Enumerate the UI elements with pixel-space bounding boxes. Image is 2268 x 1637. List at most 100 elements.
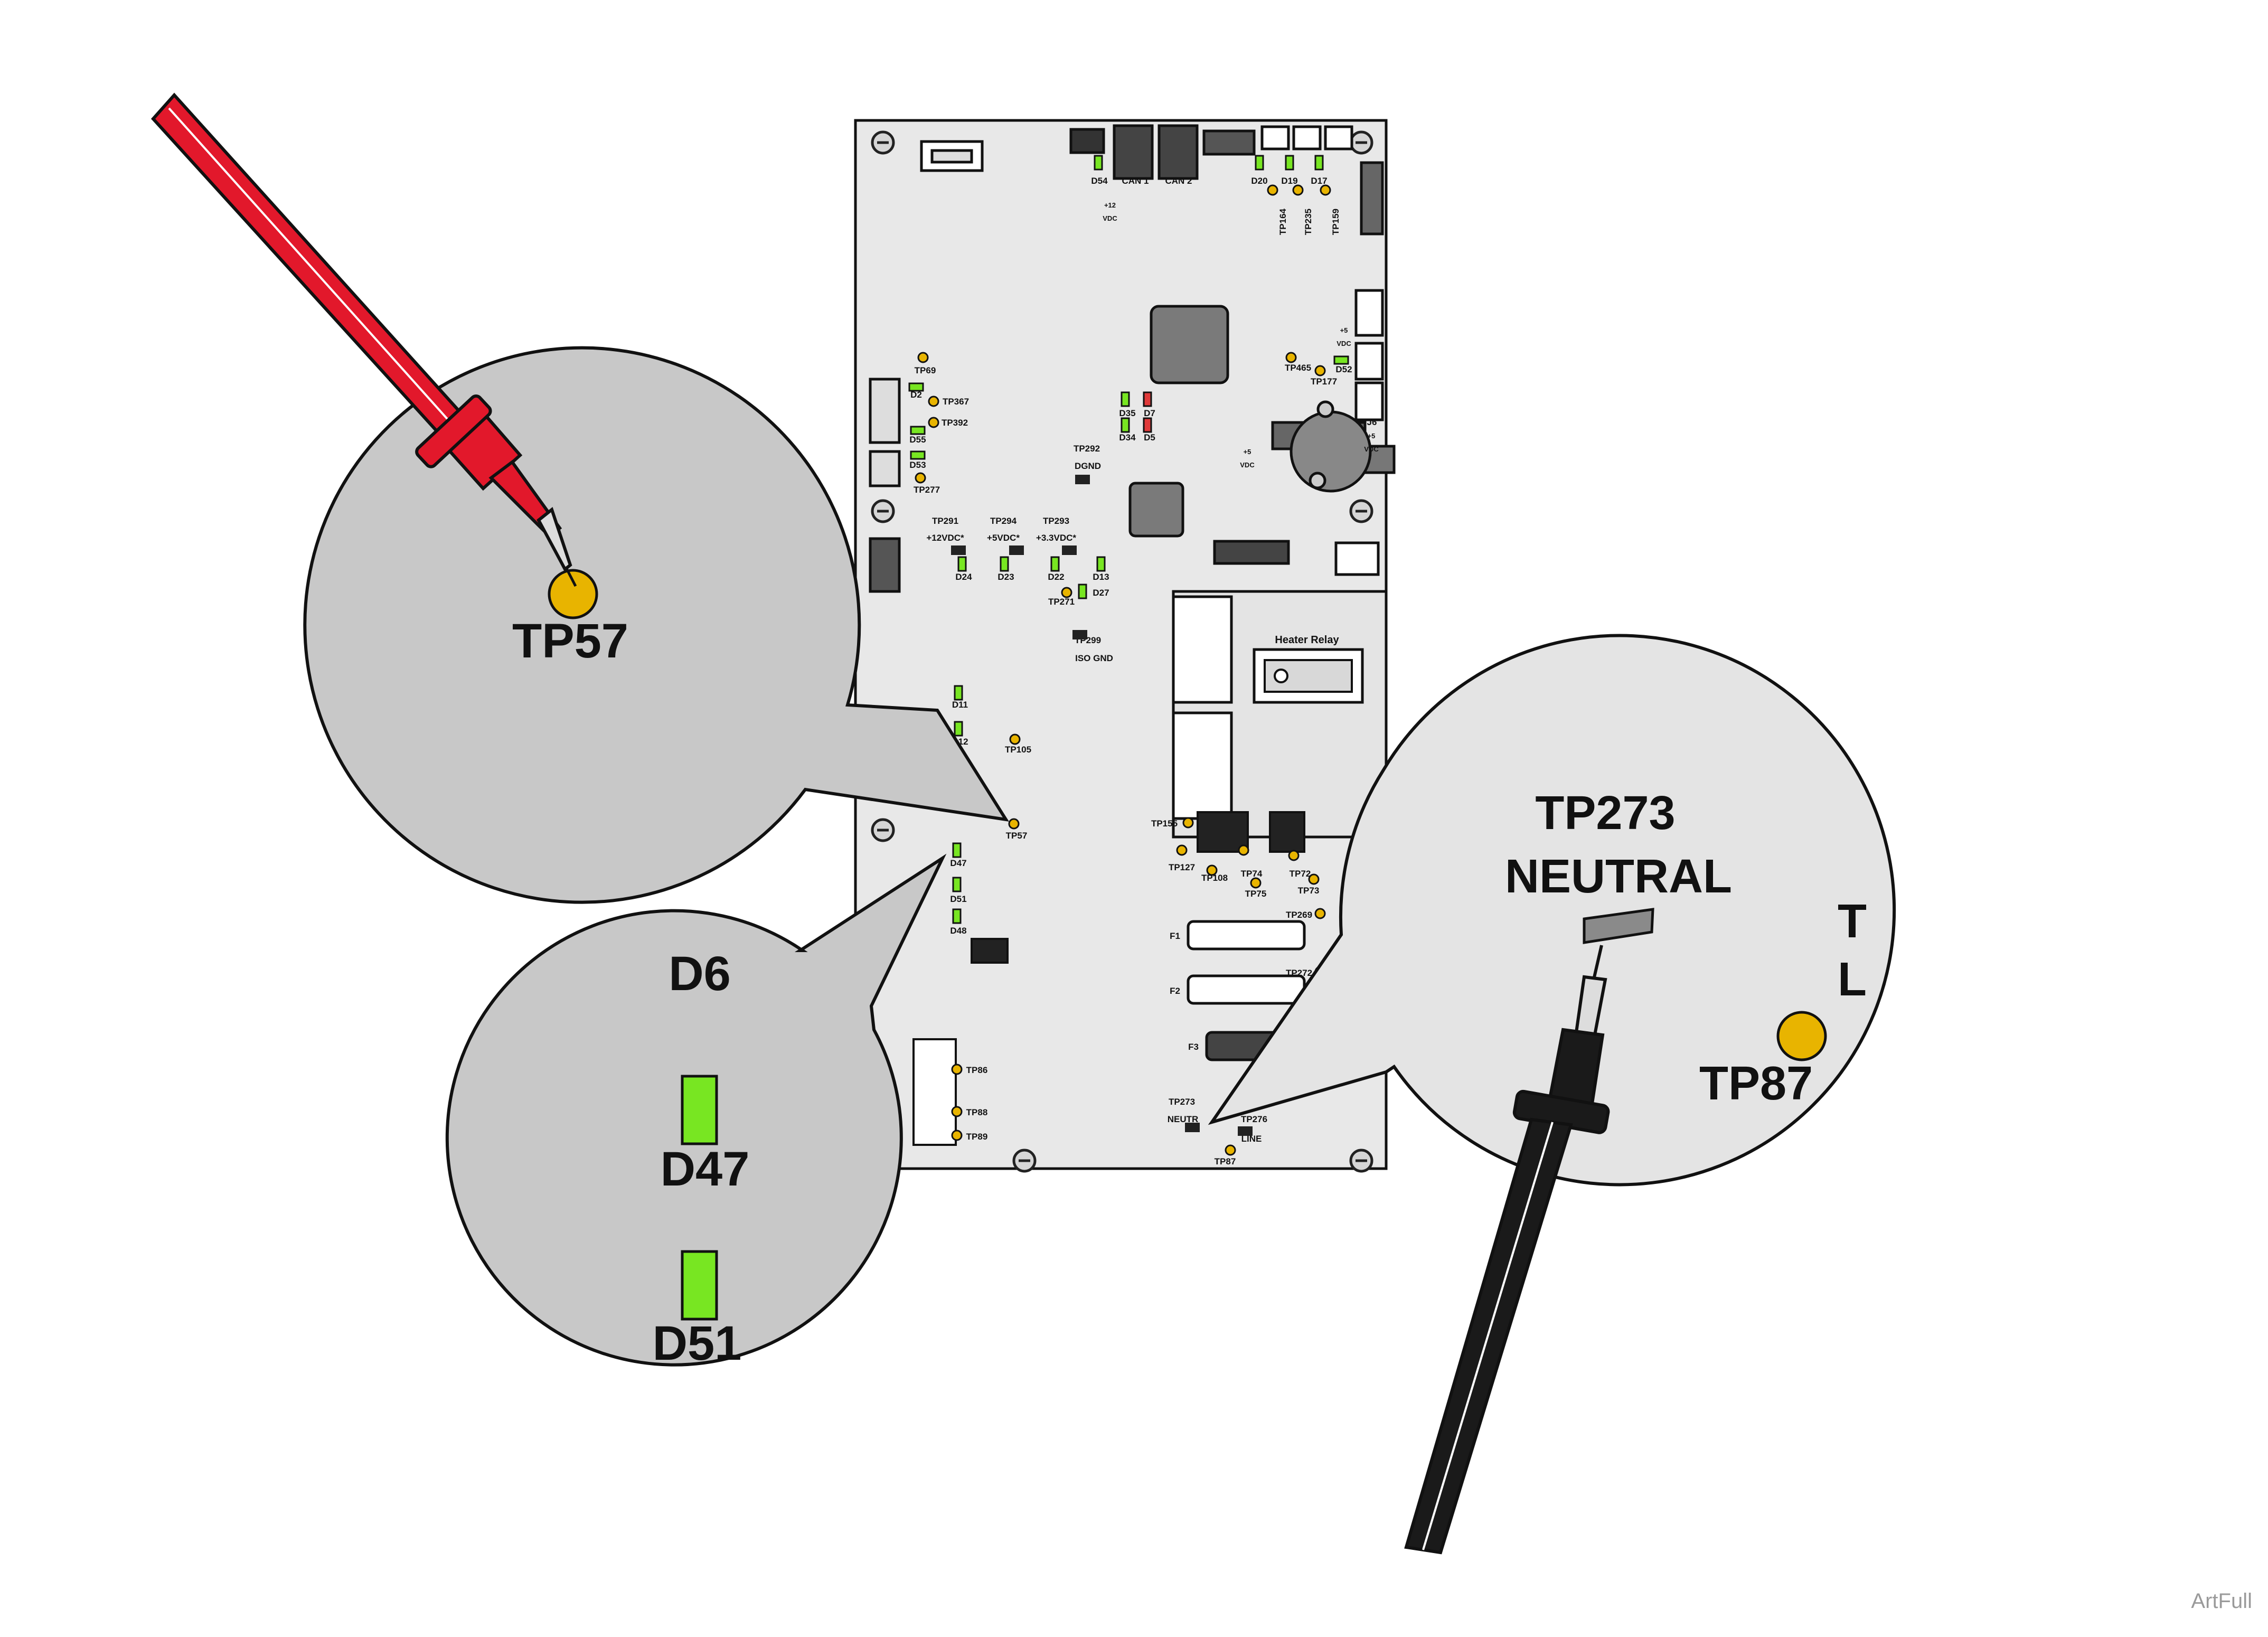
test-point	[1314, 365, 1326, 377]
test-point	[928, 417, 939, 428]
board-text: F3	[1188, 1042, 1199, 1052]
header-tp-label: TP235	[1303, 209, 1313, 235]
black-probe	[1404, 945, 1610, 1555]
test-point	[1288, 850, 1300, 861]
test-point	[928, 396, 939, 407]
led	[1143, 417, 1152, 433]
callout-d6-label: D6	[669, 947, 731, 1001]
test-point	[1308, 873, 1320, 885]
callout-neutral-label: NEUTRAL	[1505, 850, 1732, 903]
callout-partial-tp87: TP87	[1699, 1057, 1813, 1110]
led	[1096, 556, 1106, 572]
header-led	[1094, 155, 1103, 171]
board-text: D47	[950, 858, 966, 868]
board-text: D2	[910, 390, 922, 400]
test-point	[1206, 864, 1218, 876]
vdc-label: VDC	[1240, 461, 1255, 469]
header-led	[1314, 155, 1324, 171]
board-text: TP293	[1043, 516, 1069, 526]
heater-relay-panel: Heater Relay	[1172, 590, 1388, 839]
led	[910, 450, 926, 460]
board-text: TP271	[1048, 597, 1075, 607]
vdc-label: VDC	[1103, 214, 1117, 222]
vdc-label: +5	[1340, 326, 1348, 334]
tp273-test-pad-zoom	[1583, 908, 1654, 944]
test-point	[1008, 818, 1020, 830]
board-text: TP367	[943, 397, 969, 407]
tp87-test-point-zoom	[1776, 1011, 1827, 1061]
board-text: D5	[1144, 432, 1155, 443]
test-point	[951, 1064, 963, 1075]
test-pad	[1062, 545, 1077, 555]
test-pad	[1185, 1123, 1200, 1132]
board-text: TP155	[1151, 818, 1178, 829]
board-text: TP73	[1298, 886, 1320, 896]
board-text: TP273	[1169, 1097, 1195, 1107]
callout-partial-t: T	[1838, 895, 1867, 948]
board-text: TP72	[1290, 869, 1311, 879]
header-label: D20	[1251, 176, 1267, 186]
board-text: TP89	[966, 1132, 988, 1142]
test-point	[915, 472, 926, 484]
vdc-label: +5	[1244, 448, 1251, 456]
test-pad	[1009, 545, 1024, 555]
board-text: TP105	[1005, 745, 1031, 755]
header-label: D17	[1311, 176, 1327, 186]
board-text: F1	[1170, 931, 1180, 941]
board-text: +12VDC*	[926, 533, 964, 543]
vdc-label: +12	[1104, 201, 1116, 209]
callout-tp57-label: TP57	[512, 614, 628, 668]
led	[1121, 391, 1130, 407]
led	[952, 842, 962, 858]
header-test-point	[1320, 184, 1331, 196]
board-text: D55	[909, 435, 926, 445]
led	[1050, 556, 1060, 572]
led	[1143, 391, 1152, 407]
board-text: NEUTR	[1168, 1114, 1199, 1124]
board-text: F2	[1170, 986, 1180, 996]
board-text: D48	[950, 926, 966, 936]
board-text: D11	[952, 700, 968, 710]
test-point	[1176, 844, 1188, 856]
board-text: TP74	[1241, 869, 1263, 879]
board-text: TP88	[966, 1107, 988, 1117]
header-label: CAN 2	[1165, 176, 1192, 186]
board-text: TP57	[1006, 831, 1028, 841]
led	[910, 426, 926, 435]
board-text: +5VDC*	[987, 533, 1020, 543]
board-text: D7	[1144, 408, 1155, 418]
led	[954, 685, 963, 701]
test-point	[1009, 733, 1021, 745]
header-label: D54	[1091, 176, 1108, 186]
led	[1121, 417, 1130, 433]
board-text: TP127	[1169, 862, 1195, 872]
board-text: D13	[1093, 572, 1109, 582]
header-label: D19	[1281, 176, 1297, 186]
led	[952, 908, 962, 924]
test-point	[951, 1106, 963, 1117]
side-connectors	[869, 289, 1384, 593]
red-probe	[150, 92, 577, 587]
board-text: D52	[1335, 364, 1352, 374]
board-text: J6	[1367, 417, 1377, 427]
vdc-label: +5	[1368, 432, 1376, 440]
board-text: TP277	[914, 485, 940, 495]
board-text: D23	[997, 572, 1014, 582]
test-pad	[1072, 630, 1087, 639]
board-text: TP276	[1241, 1114, 1267, 1124]
board-text: TP69	[915, 365, 936, 375]
board-text: TP272	[1286, 968, 1312, 978]
callout-tp273-bubble	[1208, 634, 1896, 1187]
callout-leds: D6 D47 D51	[445, 853, 947, 1370]
led	[1000, 556, 1009, 572]
header-label: CAN 1	[1122, 176, 1149, 186]
watermark: ArtFull	[2191, 1589, 2252, 1613]
board-text: TP86	[966, 1065, 988, 1075]
board-text: D27	[1093, 588, 1109, 598]
board-text: TP392	[942, 418, 968, 428]
d47-led-zoom	[681, 1075, 718, 1145]
